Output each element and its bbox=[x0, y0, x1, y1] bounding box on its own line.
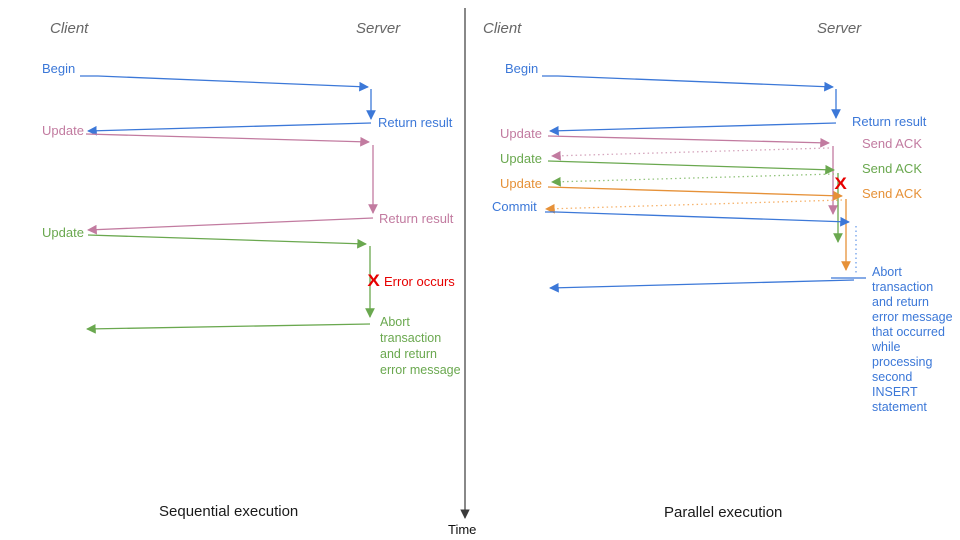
left-return-result-2-arrow bbox=[87, 217, 374, 235]
time-axis-label: Time bbox=[448, 522, 477, 537]
left-abort-message: Abort transaction and return error messa… bbox=[380, 315, 461, 377]
right-client-header: Client bbox=[483, 20, 522, 37]
left-return-result-1-label: Return result bbox=[378, 115, 453, 130]
left-server-header: Server bbox=[356, 20, 401, 37]
right-commit-request-arrow bbox=[545, 211, 850, 227]
left-update-1-label: Update bbox=[42, 123, 84, 138]
right-abort-message: Abort transaction and return error messa… bbox=[872, 265, 953, 414]
right-send-ack-1-label: Send ACK bbox=[862, 136, 922, 151]
left-begin-label: Begin bbox=[42, 61, 76, 76]
right-update-1-request-arrow bbox=[547, 135, 830, 148]
left-update-2-label: Update bbox=[42, 225, 84, 240]
left-return-result-1-arrow bbox=[87, 122, 372, 136]
right-send-ack-3-arrow bbox=[545, 199, 843, 214]
left-error-occurs-label: Error occurs bbox=[384, 274, 455, 289]
left-client-header: Client bbox=[50, 20, 89, 37]
right-send-ack-2-arrow bbox=[551, 173, 835, 187]
right-send-ack-3-label: Send ACK bbox=[862, 186, 922, 201]
right-begin-label: Begin bbox=[505, 61, 539, 76]
right-error-x-icon: X bbox=[834, 174, 847, 193]
left-error-x-icon: X bbox=[367, 271, 380, 290]
left-panel-title: Sequential execution bbox=[159, 503, 299, 520]
left-return-result-2-label: Return result bbox=[379, 211, 454, 226]
right-update-3-label: Update bbox=[500, 176, 542, 191]
left-update-2-request-arrow bbox=[87, 234, 367, 249]
right-abort-response-arrow bbox=[549, 279, 855, 293]
right-send-ack-2-label: Send ACK bbox=[862, 161, 922, 176]
right-update-1-label: Update bbox=[500, 126, 542, 141]
right-return-result-label: Return result bbox=[852, 114, 927, 129]
left-abort-response-arrow bbox=[86, 323, 371, 334]
right-update-2-label: Update bbox=[500, 151, 542, 166]
right-commit-label: Commit bbox=[492, 199, 537, 214]
right-server-header: Server bbox=[817, 20, 862, 37]
right-begin-request-arrow bbox=[542, 75, 834, 92]
left-begin-request-arrow bbox=[80, 75, 369, 92]
left-update-1-request-arrow bbox=[85, 133, 370, 147]
right-panel-title: Parallel execution bbox=[664, 504, 783, 521]
right-send-ack-1-arrow bbox=[551, 147, 830, 161]
right-update-2-request-arrow bbox=[547, 160, 835, 175]
right-update-3-request-arrow bbox=[547, 186, 843, 201]
right-return-result-arrow bbox=[549, 122, 837, 136]
